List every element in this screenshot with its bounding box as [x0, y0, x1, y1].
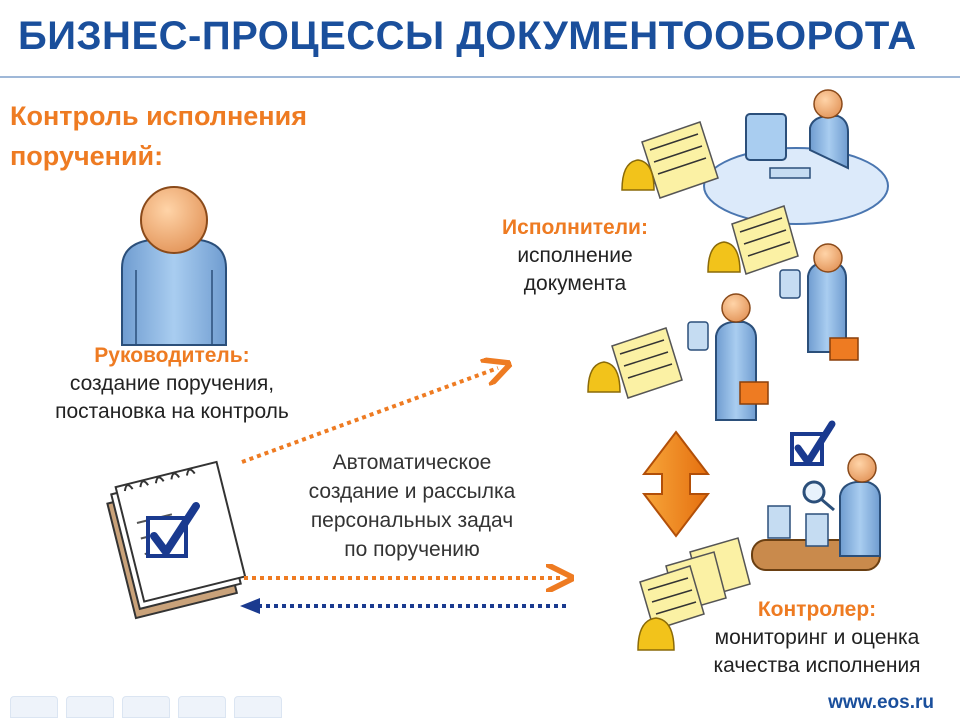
controller-role: Контролер:	[757, 598, 877, 621]
task-arrow-up	[241, 368, 498, 464]
nav-tab[interactable]	[234, 696, 282, 718]
nav-tab[interactable]	[66, 696, 114, 718]
executors-label: Исполнители: исполнение документа	[490, 214, 660, 298]
computer-icon	[703, 89, 889, 225]
magnifier-icon	[802, 480, 835, 512]
document-icon	[639, 537, 751, 631]
nav-tab[interactable]	[10, 696, 58, 718]
executors-line-1: исполнение	[517, 244, 633, 267]
automation-description: Автоматическое создание и рассылка персо…	[272, 448, 552, 564]
executor-person-icon	[779, 243, 847, 353]
site-url: www.eos.ru	[828, 692, 934, 713]
middle-line-3: персональных задач	[310, 509, 514, 532]
controller-label: Контролер: мониторинг и оценка качества …	[692, 596, 942, 680]
manager-line-1: создание поручения,	[69, 372, 275, 395]
manager-role: Руководитель:	[94, 344, 250, 367]
briefcase-icon	[739, 381, 769, 405]
subtitle-line-2: поручений:	[10, 141, 164, 171]
manager-person-icon	[121, 186, 227, 346]
controller-line-2: качества исполнения	[713, 654, 921, 677]
title-divider	[0, 76, 960, 78]
bell-icon	[587, 361, 621, 393]
nav-tab[interactable]	[122, 696, 170, 718]
checkbox-icon	[146, 502, 200, 558]
document-icon	[731, 205, 799, 275]
nav-tab[interactable]	[178, 696, 226, 718]
subtitle-line-1: Контроль исполнения	[10, 101, 307, 131]
bell-icon	[707, 241, 741, 273]
middle-line-2: создание и рассылка	[308, 480, 516, 503]
document-icon	[611, 327, 683, 399]
slide-subtitle: Контроль исполнения поручений:	[10, 96, 307, 176]
bell-icon	[637, 617, 675, 651]
checklist-icon	[106, 460, 247, 620]
bell-icon	[621, 159, 655, 191]
double-arrow-icon	[641, 430, 711, 538]
executors-line-2: документа	[523, 272, 627, 295]
manager-line-2: постановка на контроль	[55, 400, 289, 423]
executors-role: Исполнители:	[502, 216, 648, 239]
checkbox-icon	[790, 420, 836, 466]
manager-label: Руководитель: создание поручения, постан…	[22, 342, 322, 426]
controller-person-icon	[839, 453, 881, 557]
middle-line-4: по поручению	[344, 538, 480, 561]
controller-line-1: мониторинг и оценка	[714, 626, 920, 649]
page-title: БИЗНЕС-ПРОЦЕССЫ ДОКУМЕНТООБОРОТА	[18, 14, 917, 58]
bottom-nav-tabs	[10, 696, 282, 718]
briefcase-icon	[829, 337, 859, 361]
middle-line-1: Автоматическое	[332, 451, 492, 474]
